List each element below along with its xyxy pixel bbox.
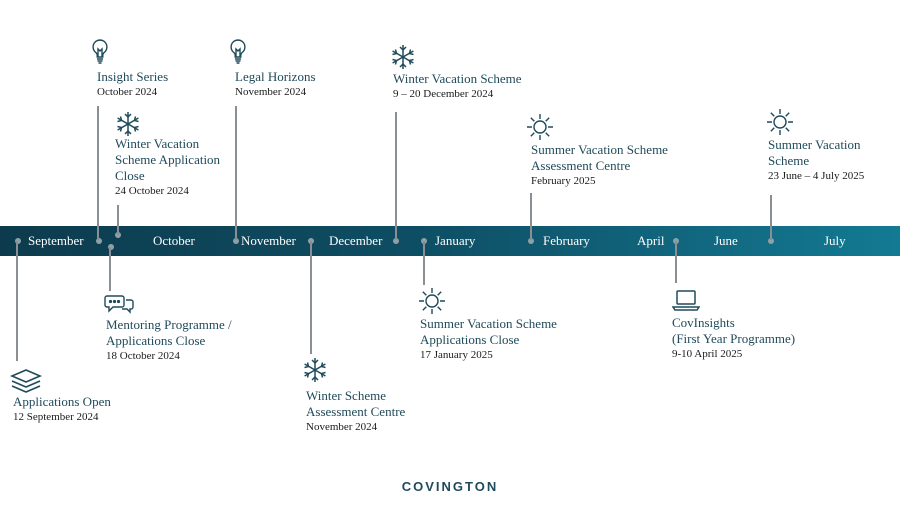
event-winter-application-close: Winter Vacation Scheme Application Close…: [115, 136, 220, 199]
speech-bubbles-icon: [104, 292, 134, 316]
sun-icon: [766, 108, 794, 136]
month-april: April: [637, 233, 665, 248]
timeline-dot: [96, 238, 102, 244]
sun-icon: [526, 113, 554, 141]
event-title-line: CovInsights: [672, 315, 735, 330]
timeline-dot: [115, 232, 121, 238]
event-title-line: Mentoring Programme /: [106, 317, 232, 332]
event-title: Insight Series: [97, 69, 169, 84]
event-date: November 2024: [235, 86, 307, 98]
timeline-dot: [393, 238, 399, 244]
event-title-line: Assessment Centre: [531, 158, 631, 173]
month-june: June: [714, 233, 738, 248]
event-title: Winter Vacation Scheme: [393, 71, 522, 86]
lightbulb-icon: [90, 38, 110, 66]
connector-winter-close: [117, 205, 119, 235]
month-february: February: [543, 233, 590, 248]
month-october: October: [153, 233, 195, 248]
connector-legal: [235, 106, 237, 240]
connector-winter-vac: [395, 112, 397, 240]
month-january: January: [435, 233, 476, 248]
timeline-dot: [233, 238, 239, 244]
event-legal-horizons: Legal Horizons November 2024: [235, 69, 316, 100]
snowflake-icon: [115, 111, 141, 137]
event-winter-vacation-scheme: Winter Vacation Scheme 9 – 20 December 2…: [393, 71, 521, 102]
event-title-line: Summer Vacation Scheme: [420, 316, 557, 331]
month-september: September: [28, 233, 84, 248]
connector-summer-assess: [530, 193, 532, 240]
event-date: 24 October 2024: [115, 185, 189, 197]
snowflake-icon: [390, 44, 416, 70]
event-title-line: Scheme Application: [115, 152, 221, 167]
timeline-dot: [108, 244, 114, 250]
event-date: 17 January 2025: [420, 349, 493, 361]
event-title: Applications Open: [13, 394, 111, 409]
brand-logo: COVINGTON: [401, 479, 499, 494]
event-date: 9 – 20 December 2024: [393, 88, 494, 100]
event-insight-series: Insight Series October 2024: [97, 69, 168, 100]
event-title-line: Applications Close: [420, 332, 520, 347]
event-title-line: Assessment Centre: [306, 404, 406, 419]
month-december: December: [329, 233, 383, 248]
lightbulb-icon: [228, 38, 248, 66]
event-title-line: Winter Scheme: [306, 388, 386, 403]
event-date: 23 June – 4 July 2025: [768, 170, 865, 182]
timeline-dot: [15, 238, 21, 244]
connector-apps-open: [16, 241, 18, 361]
event-winter-scheme-assessment: Winter Scheme Assessment Centre November…: [306, 388, 405, 435]
event-title-line: Applications Close: [106, 333, 206, 348]
event-title-line: Close: [115, 168, 145, 183]
event-applications-open: Applications Open 12 September 2024: [13, 394, 111, 425]
event-date: 12 September 2024: [13, 411, 99, 423]
event-date: 18 October 2024: [106, 350, 180, 362]
event-date: 9-10 April 2025: [672, 348, 743, 360]
event-date: November 2024: [306, 421, 378, 433]
month-july: July: [824, 233, 846, 248]
event-title-line: Scheme: [768, 153, 810, 168]
connector-insight: [97, 106, 99, 240]
timeline-dot: [528, 238, 534, 244]
event-title-line: Winter Vacation: [115, 136, 200, 151]
laptop-icon: [672, 289, 700, 311]
connector-summer-vac: [770, 195, 772, 240]
event-mentoring-programme: Mentoring Programme / Applications Close…: [106, 317, 232, 364]
connector-covinsights: [675, 241, 677, 283]
event-summer-assessment-centre: Summer Vacation Scheme Assessment Centre…: [531, 142, 668, 189]
event-title-line: (First Year Programme): [672, 331, 796, 346]
event-title: Legal Horizons: [235, 69, 316, 84]
stack-icon: [10, 368, 42, 394]
event-covinsights: CovInsights (First Year Programme) 9-10 …: [672, 315, 795, 362]
event-date: October 2024: [97, 86, 158, 98]
connector-summer-close: [423, 241, 425, 285]
connector-mentoring: [109, 247, 111, 291]
event-summer-applications-close: Summer Vacation Scheme Applications Clos…: [420, 316, 557, 363]
timeline-dot: [768, 238, 774, 244]
timeline-bar: [0, 226, 900, 256]
sun-icon: [418, 287, 446, 315]
snowflake-icon: [302, 357, 328, 383]
event-title-line: Summer Vacation: [768, 137, 861, 152]
month-november: November: [241, 233, 296, 248]
event-date: February 2025: [531, 175, 596, 187]
event-summer-vacation-scheme: Summer Vacation Scheme 23 June – 4 July …: [768, 137, 864, 184]
event-title-line: Summer Vacation Scheme: [531, 142, 668, 157]
connector-winter-assess: [310, 241, 312, 354]
